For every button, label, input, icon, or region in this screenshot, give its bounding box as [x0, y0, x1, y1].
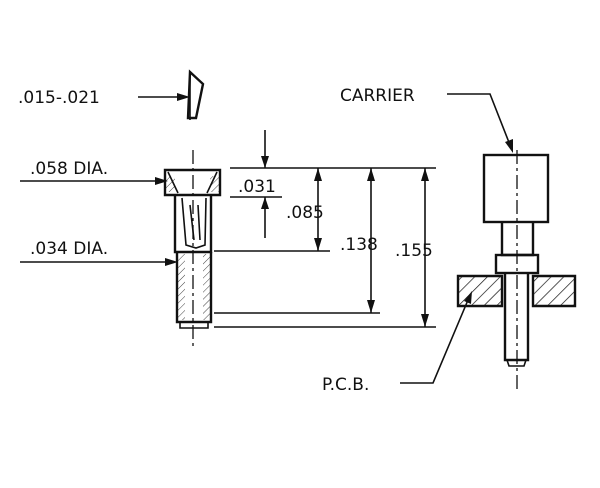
- pcb-right-outline: [531, 274, 577, 308]
- leaders: [20, 93, 513, 384]
- pin-tail-tip: [506, 359, 527, 367]
- labels: .015-.021 .058 DIA. .034 DIA. .031 .085 …: [18, 86, 433, 395]
- dim-155-arrow-top: [421, 168, 429, 181]
- label-head-height: .031: [238, 177, 276, 197]
- pin-section-view: [163, 69, 222, 350]
- pin-head-hatch-left: [166, 176, 175, 192]
- pin-shank-hatch-left: [178, 254, 185, 320]
- dimensions: [214, 130, 436, 328]
- pin-shank: [175, 252, 213, 324]
- pcb-left-section: [458, 276, 502, 306]
- label-wall-thickness: .015-.021: [18, 88, 100, 108]
- pin-spring-fingers: [189, 204, 201, 241]
- pin-head-hatch-right: [210, 176, 219, 192]
- label-head-diameter: .058 DIA.: [30, 159, 108, 179]
- label-shank-diameter: .034 DIA.: [30, 239, 108, 259]
- dim-031-arrow-bottom: [261, 197, 269, 209]
- leader-wall-arrow: [177, 93, 190, 101]
- dim-085-arrow-top: [314, 168, 322, 181]
- dim-138-arrow-top: [367, 168, 375, 181]
- leader-shank-dia-arrow: [165, 258, 178, 266]
- pin-shank-hatch-right: [203, 254, 210, 320]
- label-overall-length: .155: [395, 241, 433, 261]
- leader-pcb-arrow: [464, 291, 472, 304]
- leader-carrier: [447, 93, 511, 146]
- leader-pcb: [400, 299, 469, 384]
- leader-carrier-arrow: [505, 139, 513, 153]
- label-carrier: CARRIER: [340, 86, 415, 106]
- dim-138-arrow-bottom: [367, 300, 375, 313]
- label-collar-height: .085: [286, 203, 324, 223]
- label-pcb: P.C.B.: [322, 375, 369, 395]
- leader-head-dia-arrow: [155, 177, 168, 185]
- dim-155-arrow-bottom: [421, 314, 429, 327]
- pin-tip: [179, 322, 209, 329]
- pin-head: [163, 168, 222, 197]
- carrier-view: [456, 150, 577, 392]
- pin-contact-spring: [181, 197, 207, 249]
- pcb-right-section: [533, 276, 575, 306]
- dim-031-arrow-top: [261, 156, 269, 168]
- label-body-length: .138: [340, 235, 378, 255]
- carrier-block: [482, 153, 550, 224]
- wall-detail-shape: [186, 69, 205, 120]
- pcb-left-outline: [456, 274, 504, 308]
- dim-085-arrow-bottom: [314, 238, 322, 251]
